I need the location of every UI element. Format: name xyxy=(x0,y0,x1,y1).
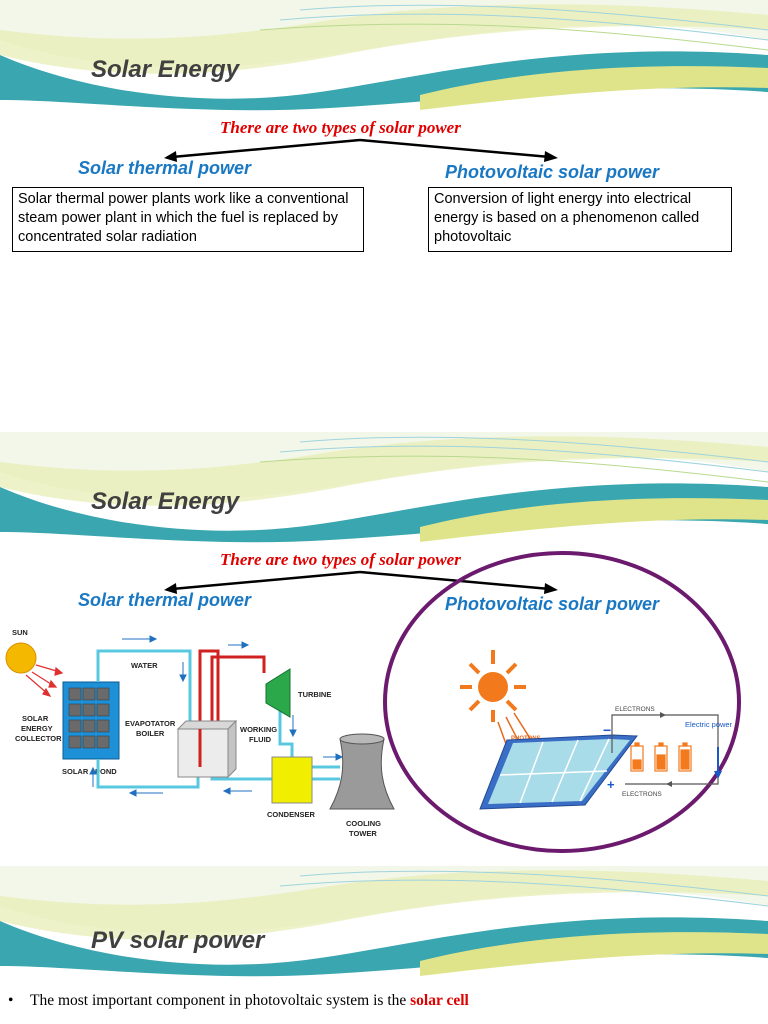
battery-icons xyxy=(630,742,692,772)
slide-subtitle: There are two types of solar power xyxy=(220,118,461,137)
photovoltaic-description: Conversion of light energy into electric… xyxy=(428,187,732,252)
solar-thermal-heading: Solar thermal power xyxy=(78,590,252,610)
pond-label-2: POND xyxy=(95,767,117,776)
condenser-label: CONDENSER xyxy=(267,810,316,819)
photovoltaic-diagram: PHOTONS ELECTRONS ELECTRONS − + Electric… xyxy=(383,551,741,853)
condenser-icon xyxy=(271,756,313,804)
solar-thermal-description: Solar thermal power plants work like a c… xyxy=(12,187,364,252)
evaporator-boiler-icon xyxy=(177,728,229,778)
slide-3: PV solar power • The most important compo… xyxy=(0,866,768,1024)
bullet-marker: • xyxy=(8,992,14,1009)
sun-label: SUN xyxy=(12,628,28,637)
photovoltaic-heading: Photovoltaic solar power xyxy=(445,162,660,182)
bullet-point: • The most important component in photovo… xyxy=(8,992,469,1010)
bullet-text: The most important component in photovol… xyxy=(30,992,411,1009)
cooling-tower-label-2: TOWER xyxy=(349,829,377,838)
branch-arrows xyxy=(164,570,558,594)
cooling-tower-icon xyxy=(329,738,395,810)
slide-title: Solar Energy xyxy=(91,488,240,515)
photovoltaic-heading: Photovoltaic solar power xyxy=(445,594,660,614)
electrons-bottom-label: ELECTRONS xyxy=(622,791,662,798)
evaporator-label-2: BOILER xyxy=(136,729,165,738)
water-label: WATER xyxy=(131,661,158,670)
slide-2: Solar Energy There are two types of sola… xyxy=(0,432,768,859)
evaporator-label-1: EVAPOTATOR xyxy=(125,719,176,728)
cooling-tower-label-1: COOLING xyxy=(346,819,381,828)
bullet-highlight: solar cell xyxy=(410,992,469,1009)
working-fluid-label-1: WORKING xyxy=(240,725,277,734)
turbine-icon xyxy=(265,668,291,718)
solar-thermal-heading: Solar thermal power xyxy=(78,158,252,178)
solar-thermal-diagram: SUN SOLAR ENERGY COLLECTOR SOLAR POND xyxy=(5,628,395,838)
electric-power-label: Electric power xyxy=(685,720,733,729)
collector-label-3: COLLECTOR xyxy=(15,734,62,743)
pond-label-1: SOLAR xyxy=(62,767,89,776)
branch-arrows xyxy=(164,138,558,162)
minus-sign: − xyxy=(603,722,611,738)
slide-1: Solar Energy There are two types of sola… xyxy=(0,0,768,424)
slide-title: PV solar power xyxy=(91,927,265,954)
turbine-label: TURBINE xyxy=(298,690,331,699)
slide-subtitle: There are two types of solar power xyxy=(220,550,461,569)
header-wave-decoration xyxy=(0,432,768,543)
slide-title: Solar Energy xyxy=(91,56,240,83)
sun-icon xyxy=(5,642,37,674)
electrons-top-label: ELECTRONS xyxy=(615,706,655,713)
collector-label-2: ENERGY xyxy=(21,724,53,733)
collector-label-1: SOLAR xyxy=(22,714,49,723)
working-fluid-label-2: FLUID xyxy=(249,735,272,744)
highlight-circle xyxy=(383,551,741,853)
header-wave-decoration xyxy=(0,0,768,111)
header-wave-decoration xyxy=(0,866,768,977)
sun-icon xyxy=(460,650,526,722)
plus-sign: + xyxy=(607,777,615,792)
